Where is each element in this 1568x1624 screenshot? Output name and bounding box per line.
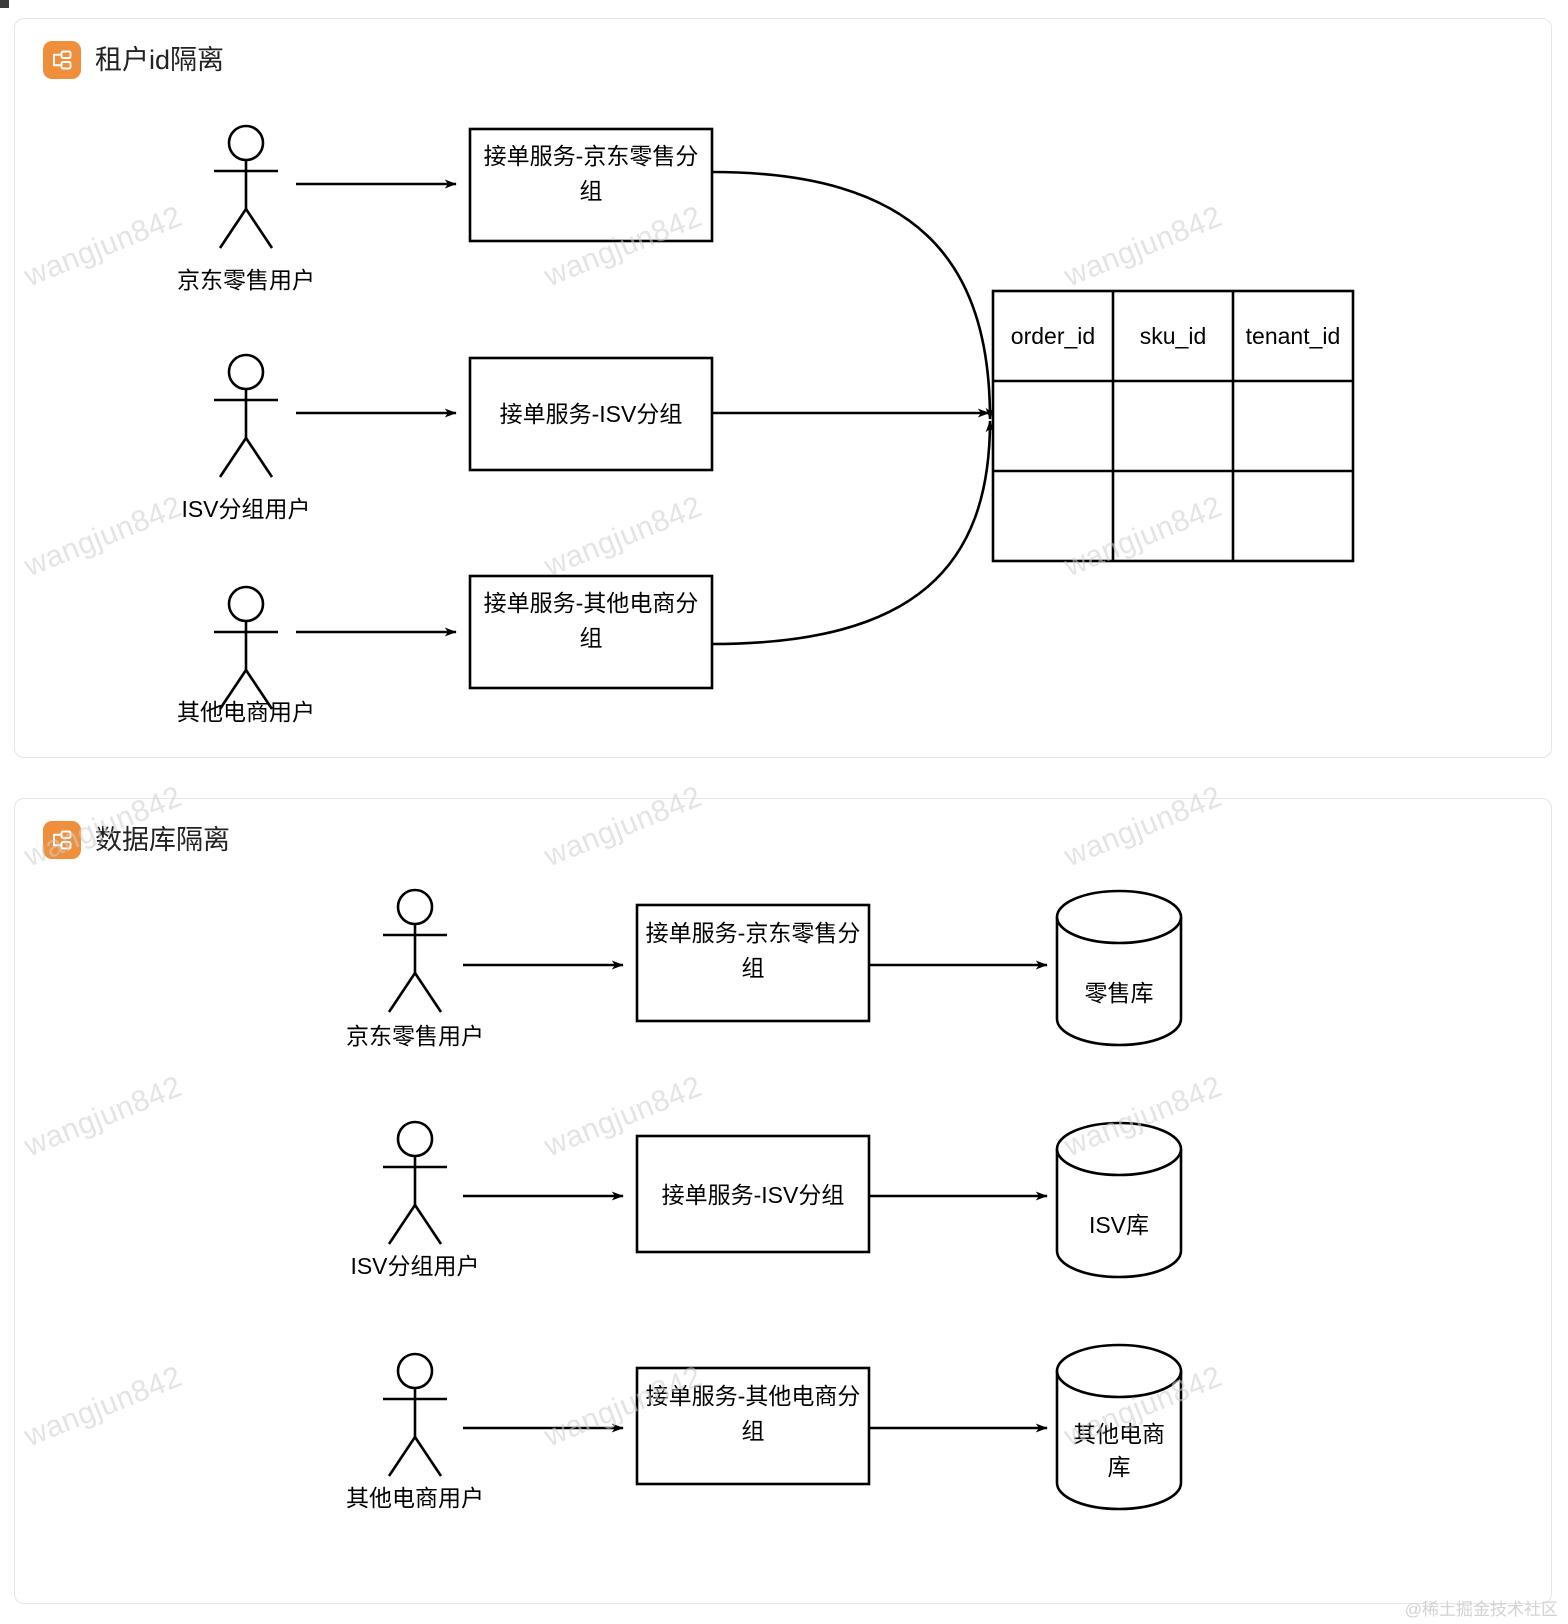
- footer-credit: @稀土掘金技术社区: [1404, 1600, 1558, 1619]
- table-column-header: sku_id: [1140, 323, 1206, 349]
- service-box-isv: 接单服务-ISV分组: [468, 356, 714, 472]
- actor-other-ecom: 其他电商用户: [346, 1352, 484, 1511]
- service-label-line: 组: [742, 1418, 765, 1444]
- actor-label: 京东零售用户: [346, 1023, 484, 1049]
- actor-isv: ISV分组用户: [181, 353, 311, 522]
- actor-label: ISV分组用户: [181, 496, 310, 522]
- card-database-isolation: 数据库隔离 京东零售用户 接单服务-京东零售分 组 零售库: [14, 798, 1552, 1604]
- service-box-jd-retail: 接单服务-京东零售分 组: [635, 903, 871, 1023]
- watermark-text: wangjun842: [20, 0, 187, 4]
- service-box-other-ecom: 接单服务-其他电商分 组: [635, 1366, 871, 1486]
- diagram-database-isolation: 京东零售用户 接单服务-京东零售分 组 零售库 ISV分组用户 接单服务-ISV…: [346, 888, 1183, 1511]
- sitemap-icon: [43, 821, 81, 859]
- service-label-line: 组: [580, 178, 603, 204]
- database-isv: ISV库: [1055, 1121, 1183, 1279]
- arrow-service1-to-table: [711, 170, 995, 420]
- service-label-line: 接单服务-京东零售分: [484, 143, 699, 169]
- table-column-header: tenant_id: [1246, 323, 1341, 349]
- section-title: 租户id隔离: [95, 44, 225, 75]
- service-label-line: 接单服务-京东零售分: [646, 920, 861, 946]
- database-retail: 零售库: [1055, 889, 1183, 1047]
- actor-jd-retail: 京东零售用户: [177, 124, 315, 293]
- section-header-tenant: 租户id隔离: [43, 41, 224, 79]
- actor-label: ISV分组用户: [350, 1253, 479, 1279]
- actor-label: 其他电商用户: [346, 1485, 484, 1511]
- database-label-line: 其他电商: [1073, 1421, 1165, 1447]
- actor-label: 京东零售用户: [177, 267, 315, 293]
- actor-label: 其他电商用户: [177, 699, 315, 725]
- watermark-text: wangjun842: [1060, 0, 1227, 4]
- actor-other-ecom: 其他电商用户: [177, 585, 315, 725]
- service-label-line: 接单服务-ISV分组: [662, 1182, 845, 1208]
- service-label-line: 组: [580, 625, 603, 651]
- watermark-text: wangjun842: [540, 0, 707, 4]
- actor-isv: ISV分组用户: [350, 1120, 480, 1279]
- order-table: order_id sku_id tenant_id: [991, 289, 1355, 563]
- database-label-line: ISV库: [1089, 1212, 1149, 1238]
- top-edge-marker: [0, 0, 9, 8]
- service-box-jd-retail: 接单服务-京东零售分 组: [468, 127, 714, 243]
- database-label-line: 库: [1108, 1454, 1131, 1480]
- card-tenant-isolation: 租户id隔离 京东零售用户 接单服务-京东零售分 组: [14, 18, 1552, 758]
- section-header-database: 数据库隔离: [43, 821, 230, 859]
- service-box-other-ecom: 接单服务-其他电商分 组: [468, 574, 714, 690]
- database-other-ecom: 其他电商 库: [1055, 1343, 1183, 1511]
- actor-jd-retail: 京东零售用户: [346, 888, 484, 1049]
- service-label-line: 接单服务-其他电商分: [646, 1383, 861, 1409]
- service-label-line: 接单服务-其他电商分: [484, 590, 699, 616]
- table-column-header: order_id: [1011, 323, 1095, 349]
- service-box-isv: 接单服务-ISV分组: [635, 1134, 871, 1254]
- arrow-service3-to-table: [711, 420, 995, 646]
- sitemap-icon: [43, 41, 81, 79]
- service-label-line: 接单服务-ISV分组: [500, 401, 683, 427]
- diagram-tenant-isolation: 京东零售用户 接单服务-京东零售分 组 ISV分组用户 接单服务-ISV分组: [177, 124, 1355, 725]
- section-title: 数据库隔离: [95, 824, 230, 855]
- service-label-line: 组: [742, 955, 765, 981]
- database-label-line: 零售库: [1085, 980, 1154, 1006]
